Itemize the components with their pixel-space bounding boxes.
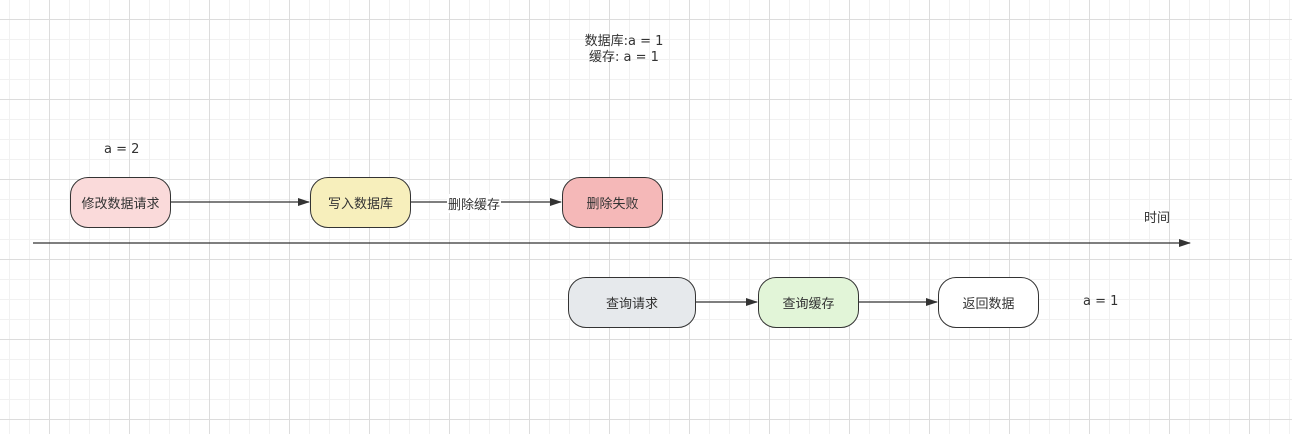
query-cache-node[interactable]: 查询缓存 (758, 277, 859, 328)
reader-value-label: a = 1 (1083, 294, 1119, 309)
delete-failed-text: 删除失败 (586, 197, 639, 212)
return-data-node[interactable]: 返回数据 (938, 277, 1039, 328)
write-db-text: 写入数据库 (327, 197, 393, 212)
query-request-node[interactable]: 查询请求 (568, 277, 696, 328)
cache-state-text: 缓存: a = 1 (589, 50, 659, 65)
db-state-text: 数据库:a = 1 (584, 34, 664, 49)
query-cache-text: 查询缓存 (782, 297, 835, 312)
delete-cache-edge-label: 删除缓存 (447, 194, 502, 213)
return-data-text: 返回数据 (962, 297, 1015, 312)
initial-state-note: 数据库:a = 1 缓存: a = 1 (574, 34, 674, 66)
update-request-node[interactable]: 修改数据请求 (70, 177, 171, 228)
delete-failed-node[interactable]: 删除失败 (562, 177, 663, 228)
write-db-node[interactable]: 写入数据库 (310, 177, 411, 228)
writer-value-label: a = 2 (104, 142, 140, 157)
time-axis-label: 时间 (1144, 211, 1171, 226)
update-request-text: 修改数据请求 (81, 197, 160, 212)
query-request-text: 查询请求 (605, 297, 658, 312)
